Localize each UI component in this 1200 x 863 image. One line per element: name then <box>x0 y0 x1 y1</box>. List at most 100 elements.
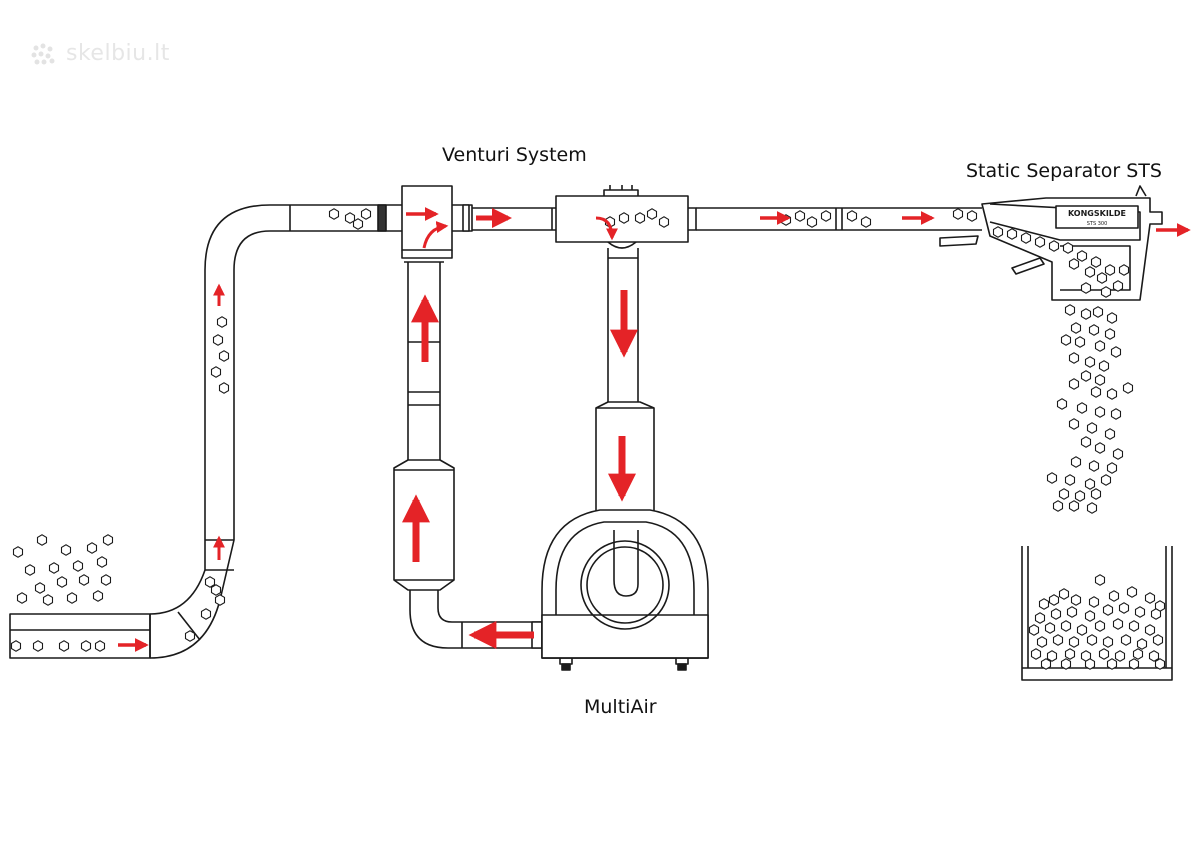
pellet <box>1150 608 1162 620</box>
pellet <box>992 226 1004 238</box>
pellet <box>1066 606 1078 618</box>
pellet <box>1076 250 1088 262</box>
pellet <box>92 590 104 602</box>
pellet <box>1094 340 1106 352</box>
pellet <box>1006 228 1018 240</box>
pellet <box>34 582 46 594</box>
pellet <box>1118 602 1130 614</box>
pellet <box>1094 406 1106 418</box>
flow-arrow-curved <box>595 216 618 241</box>
pellet <box>86 542 98 554</box>
pellet <box>1106 388 1118 400</box>
pellet <box>1074 490 1086 502</box>
pellet <box>1040 658 1052 670</box>
pellet <box>1112 618 1124 630</box>
pellet-particles <box>10 208 1166 670</box>
pellet <box>80 640 92 652</box>
pellet <box>1136 638 1148 650</box>
pellet <box>1128 620 1140 632</box>
pellet <box>1070 322 1082 334</box>
separator-model-text: STS 300 <box>1087 221 1108 227</box>
pellet <box>60 544 72 556</box>
pellet <box>1086 502 1098 514</box>
pellet <box>1060 658 1072 670</box>
multiair-label: MultiAir <box>584 696 657 718</box>
pellet <box>1080 436 1092 448</box>
pellet <box>1100 474 1112 486</box>
pellet <box>1074 336 1086 348</box>
pellet <box>102 534 114 546</box>
pellet <box>1062 242 1074 254</box>
pellet <box>344 212 356 224</box>
pellet <box>36 534 48 546</box>
pellet <box>42 594 54 606</box>
pellet <box>646 208 658 220</box>
pellet <box>1064 304 1076 316</box>
pellet <box>1084 658 1096 670</box>
pellet <box>1134 606 1146 618</box>
pellet <box>1154 658 1166 670</box>
discharge-pipeline <box>696 207 982 231</box>
pellet <box>1084 610 1096 622</box>
pellet <box>1112 448 1124 460</box>
flow-arrows <box>118 207 1191 652</box>
pellet <box>94 640 106 652</box>
pellet <box>1104 328 1116 340</box>
pellet <box>1100 286 1112 298</box>
pellet <box>12 546 24 558</box>
pellet <box>1080 282 1092 294</box>
pellet <box>1020 232 1032 244</box>
pellet <box>1044 622 1056 634</box>
pellet <box>1070 594 1082 606</box>
pellet <box>1046 650 1058 662</box>
watermark-logo-icon <box>31 43 55 65</box>
pellet <box>1068 258 1080 270</box>
inlet-pipeline <box>149 204 402 659</box>
pellet <box>1090 386 1102 398</box>
pellet <box>860 216 872 228</box>
pellet <box>210 584 222 596</box>
pellet <box>1076 624 1088 636</box>
pellet <box>184 630 196 642</box>
pellet <box>1152 634 1164 646</box>
separator-brand-text: KONGSKILDE <box>1068 209 1126 218</box>
pellet <box>1060 620 1072 632</box>
pellet <box>1036 636 1048 648</box>
pellet <box>1080 308 1092 320</box>
pellet <box>1144 624 1156 636</box>
pellet <box>1064 648 1076 660</box>
pellet <box>952 208 964 220</box>
pellet <box>794 210 806 222</box>
pellet <box>1106 312 1118 324</box>
suction-down-pipe <box>607 248 639 402</box>
pellet <box>1094 374 1106 386</box>
pellet <box>1028 624 1040 636</box>
pellet <box>806 216 818 228</box>
intake-hopper <box>9 613 151 659</box>
pellet <box>360 208 372 220</box>
pellet <box>1102 636 1114 648</box>
pellet <box>1068 500 1080 512</box>
pellet <box>1144 592 1156 604</box>
pellet <box>10 640 22 652</box>
pellet <box>1126 586 1138 598</box>
pellet <box>1048 240 1060 252</box>
pellet <box>1084 266 1096 278</box>
pellet <box>618 212 630 224</box>
watermark-text: skelbiu.lt <box>66 41 170 66</box>
pellet <box>1104 264 1116 276</box>
venturi-to-tee-pipe <box>472 207 556 231</box>
pellet <box>204 576 216 588</box>
pellet <box>218 350 230 362</box>
pellet <box>1076 402 1088 414</box>
pellet <box>1086 422 1098 434</box>
pellet <box>1068 378 1080 390</box>
pellet <box>216 316 228 328</box>
pellet <box>1098 648 1110 660</box>
pellet <box>214 594 226 606</box>
pellet <box>1084 478 1096 490</box>
pellet <box>1048 594 1060 606</box>
pellet <box>1088 324 1100 336</box>
pellet <box>32 640 44 652</box>
